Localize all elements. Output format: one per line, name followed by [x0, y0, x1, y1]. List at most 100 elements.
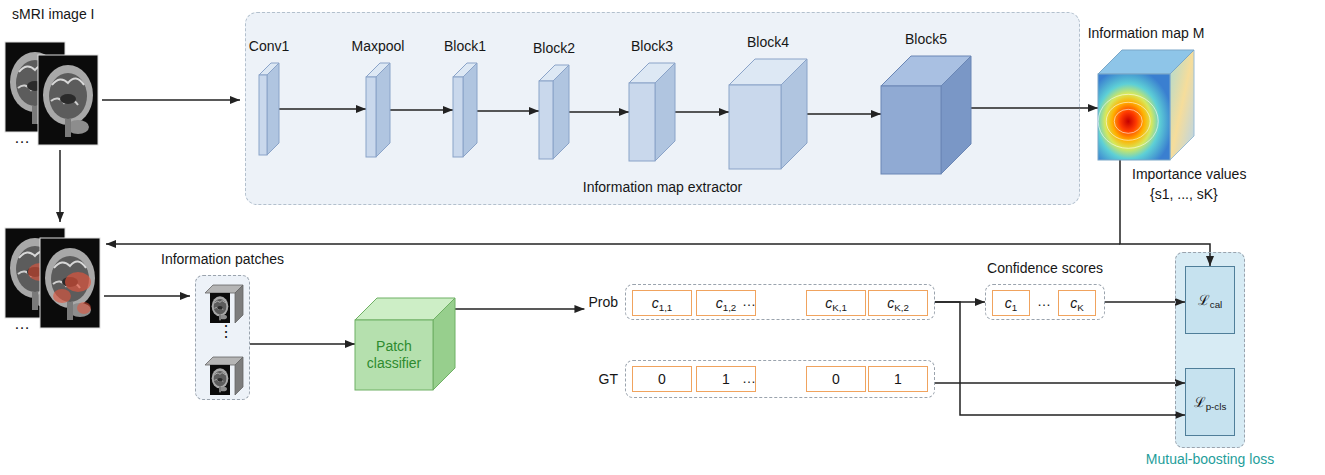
- layer-name: Block1: [444, 38, 486, 55]
- flow-arrow: [569, 111, 629, 113]
- patch-thumbnails: [235, 285, 243, 323]
- cube-shape: [629, 63, 675, 161]
- panel-title: Information map extractor: [583, 179, 743, 196]
- flow-arrows: [59, 150, 61, 222]
- symbol-letter: c: [716, 295, 723, 311]
- patch-thumbnails: [210, 365, 230, 395]
- prob-cell: c1,1: [632, 290, 692, 316]
- mri-stack-upper: [38, 55, 98, 145]
- loss-symbol: ℒp-cls: [1186, 394, 1234, 411]
- flow-arrow: [1105, 301, 1185, 303]
- cube-front: [729, 85, 781, 169]
- patch-thumbnails: [205, 285, 243, 395]
- cell-value: 0: [807, 371, 865, 388]
- panel-fill: [1175, 252, 1245, 448]
- subscript: K,1: [832, 302, 847, 313]
- subscript: 1: [1012, 302, 1017, 313]
- cell-ellipsis: …: [742, 293, 756, 310]
- mri-stack-lower: [77, 302, 91, 314]
- cube-side: [1170, 50, 1194, 160]
- stack-ellipsis: …: [14, 128, 30, 147]
- gt-vector: GT0101…: [625, 360, 935, 398]
- cube-front: [539, 81, 553, 159]
- cube-side: [655, 63, 675, 161]
- cell-value: 0: [633, 371, 691, 388]
- flow-arrow: [675, 111, 729, 113]
- conv-layer: Conv1: [259, 63, 279, 155]
- cube-side: [433, 298, 455, 390]
- subscript: p-cls: [1206, 401, 1227, 412]
- panel-fill: [195, 275, 250, 400]
- res-block: Block5: [881, 56, 971, 174]
- vector-name: GT: [599, 371, 618, 388]
- loss-symbol: ℒcal: [1186, 292, 1234, 309]
- cube-side: [553, 65, 569, 159]
- subscript: K: [1077, 302, 1084, 313]
- cell-ellipsis: …: [742, 370, 756, 387]
- cell-value: cK,2: [869, 295, 927, 312]
- vector-name: Prob: [588, 294, 618, 311]
- cube-shape: [259, 63, 279, 155]
- cube-shape: [1098, 50, 1194, 160]
- stack-ellipsis: …: [14, 314, 30, 333]
- classifier-name: Patch classifier: [355, 338, 433, 372]
- group-title: Information patches: [161, 251, 284, 268]
- prob-cell: cK,1: [806, 290, 866, 316]
- cube-front: [366, 77, 376, 157]
- flow-arrow: [477, 110, 539, 112]
- patch-group: Information patches⋮: [195, 275, 250, 400]
- cube-front: [629, 83, 655, 161]
- mri-stack-lower: [65, 272, 91, 292]
- prob-vector: Probc1,1c1,2cK,1cK,2…: [625, 284, 935, 320]
- flow-arrows: [104, 295, 190, 297]
- cube-front: [881, 86, 941, 174]
- flow-arrows: [102, 99, 240, 101]
- subscript: cal: [1210, 299, 1223, 310]
- cube-shape: [729, 59, 807, 169]
- cube-front: [355, 320, 433, 390]
- heat-contour: [1098, 94, 1158, 148]
- heat-contour: [1106, 102, 1150, 140]
- layer-name: Block4: [747, 34, 789, 51]
- cell-value: c1,1: [633, 295, 691, 312]
- vector-name: Confidence scores: [987, 260, 1103, 277]
- layer-name: Maxpool: [352, 38, 405, 55]
- mri-stack-lower: [40, 238, 100, 328]
- cell-value: 1: [869, 371, 927, 388]
- flow-arrow: [971, 107, 1098, 109]
- flow-arrow: [250, 343, 355, 345]
- cube-side: [463, 63, 477, 157]
- symbol-letter: ℒ: [1194, 394, 1206, 410]
- symbol-letter: c: [1005, 295, 1012, 311]
- subscript: K,2: [894, 302, 909, 313]
- cube-shape: [453, 63, 477, 157]
- loss-term: ℒp-cls: [1185, 368, 1235, 436]
- symbol-letter: c: [825, 295, 832, 311]
- mri-stack-lower: [40, 238, 100, 328]
- prob-cell: cK,2: [868, 290, 928, 316]
- loss-term: ℒcal: [1185, 266, 1235, 334]
- cube-side: [941, 56, 971, 174]
- pool-layer: Maxpool: [366, 63, 390, 157]
- input-caption: sMRI image I: [12, 6, 94, 23]
- heat-contour: [1114, 109, 1142, 133]
- symbol-letter: c: [652, 295, 659, 311]
- gt-cell: 0: [632, 366, 692, 392]
- patch-thumbnails: [205, 285, 243, 323]
- layer-name: Block3: [631, 38, 673, 55]
- importance-set: {s1, ..., sK}: [1150, 186, 1218, 203]
- cell-value: cK: [1059, 295, 1095, 312]
- extractor-panel: Information map extractorConv1MaxpoolBlo…: [245, 12, 1080, 205]
- confidence-cell: c1: [992, 290, 1030, 316]
- cube-front: [453, 77, 463, 157]
- subscript: 1,2: [723, 302, 737, 313]
- flow-arrow: [935, 302, 1185, 415]
- cube-front: [1098, 74, 1170, 160]
- cube-side: [781, 59, 807, 169]
- confidence-cell: cK: [1058, 290, 1096, 316]
- subscript: 1,1: [659, 302, 673, 313]
- mri-stack-lower: [5, 228, 100, 328]
- symbol-letter: ℒ: [1198, 292, 1210, 308]
- cube-shape: [539, 65, 569, 159]
- map-title: Information map M: [1088, 25, 1205, 42]
